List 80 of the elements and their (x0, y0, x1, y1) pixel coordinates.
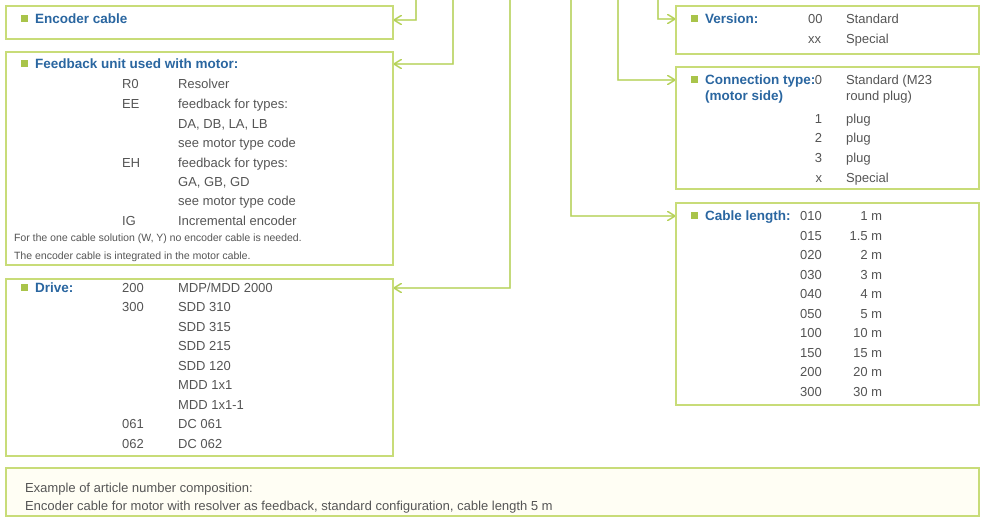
example-box (5, 467, 980, 517)
note-text: The encoder cable is integrated in the motor cable. (14, 250, 250, 263)
heading: Feedback unit used with motor: (21, 56, 238, 72)
description-text: 15 m (852, 344, 882, 360)
description-text: Standard (846, 11, 899, 27)
description-text: Incremental encoder (178, 213, 297, 229)
code-text: 200 (122, 280, 144, 296)
code-text: 062 (122, 436, 144, 452)
description-text: Standard (M23 round plug) (846, 72, 933, 104)
note-text: For the one cable solution (W, Y) no encoder cable is needed. (14, 232, 302, 245)
description-text: DC 062 (178, 436, 222, 452)
description-text: see motor type code (178, 193, 296, 209)
description-text: MDD 1x1 (178, 377, 232, 393)
connector-arrow (393, 0, 454, 70)
code-text: 050 (800, 306, 822, 322)
description-text: Example of article number composition: (25, 480, 253, 496)
code-text: xx (808, 31, 821, 47)
description-text: 10 m (852, 325, 882, 341)
description-text: MDP/MDD 2000 (178, 280, 273, 296)
description-text: plug (846, 130, 872, 146)
option-box (675, 202, 980, 406)
description-text: GA, GB, GD (178, 174, 250, 190)
connector-arrow (617, 0, 676, 86)
code-text: EH (122, 155, 140, 171)
heading: Cable length: (691, 208, 791, 224)
description-text: Resolver (178, 76, 230, 92)
option-box (675, 5, 980, 55)
code-text: 300 (800, 384, 822, 400)
description-text: 5 m (859, 306, 882, 322)
code-text: 1 (814, 111, 822, 127)
option-box (5, 278, 394, 457)
description-text: DA, DB, LA, LB (178, 116, 268, 132)
description-text: 30 m (852, 384, 882, 400)
code-text: 150 (800, 344, 822, 360)
code-text: 015 (800, 228, 822, 244)
connector-arrow (570, 0, 676, 222)
option-box (5, 51, 394, 266)
description-text: SDD 215 (178, 338, 231, 354)
code-text: 040 (800, 286, 822, 302)
code-text: EE (122, 96, 140, 112)
option-box (675, 66, 980, 190)
code-text: 00 (808, 11, 822, 27)
description-text: 2 m (859, 247, 882, 263)
code-text: 2 (814, 130, 822, 146)
heading: Version: (691, 11, 758, 27)
description-text: see motor type code (178, 135, 296, 151)
code-text: 3 (814, 150, 822, 166)
code-text: R0 (122, 76, 139, 92)
connector-arrow (393, 0, 511, 294)
description-text: 4 m (859, 286, 882, 302)
heading: Encoder cable (21, 11, 128, 27)
code-text: 200 (800, 364, 822, 380)
code-text: 300 (122, 299, 144, 315)
code-text: IG (122, 213, 136, 229)
heading: Drive: (21, 280, 74, 296)
description-text: 1 m (859, 208, 882, 224)
description-text: DC 061 (178, 416, 222, 432)
description-text: feedback for types: (178, 155, 288, 171)
description-text: 3 m (859, 266, 882, 282)
description-text: plug (846, 150, 872, 166)
description-text: plug (846, 111, 872, 127)
code-text: x (814, 170, 822, 186)
description-text: 20 m (852, 364, 882, 380)
description-text: 1.5 m (848, 228, 882, 244)
code-text: 010 (800, 208, 822, 224)
description-text: SDD 120 (178, 358, 231, 374)
code-text: 100 (800, 325, 822, 341)
description-text: Special (846, 170, 890, 186)
description-text: feedback for types: (178, 96, 288, 112)
code-text: 030 (800, 266, 822, 282)
description-text: SDD 310 (178, 299, 231, 315)
code-text: 020 (800, 247, 822, 263)
description-text: Special (846, 31, 889, 47)
code-text: 061 (122, 416, 144, 432)
description-text: Encoder cable for motor with resolver as feedback, standard configuration, cable length 5 m (25, 498, 553, 514)
connector-arrow (393, 0, 417, 26)
description-text: SDD 315 (178, 319, 231, 335)
option-box (5, 5, 394, 40)
description-text: MDD 1x1-1 (178, 397, 244, 413)
connector-arrow (657, 0, 676, 25)
